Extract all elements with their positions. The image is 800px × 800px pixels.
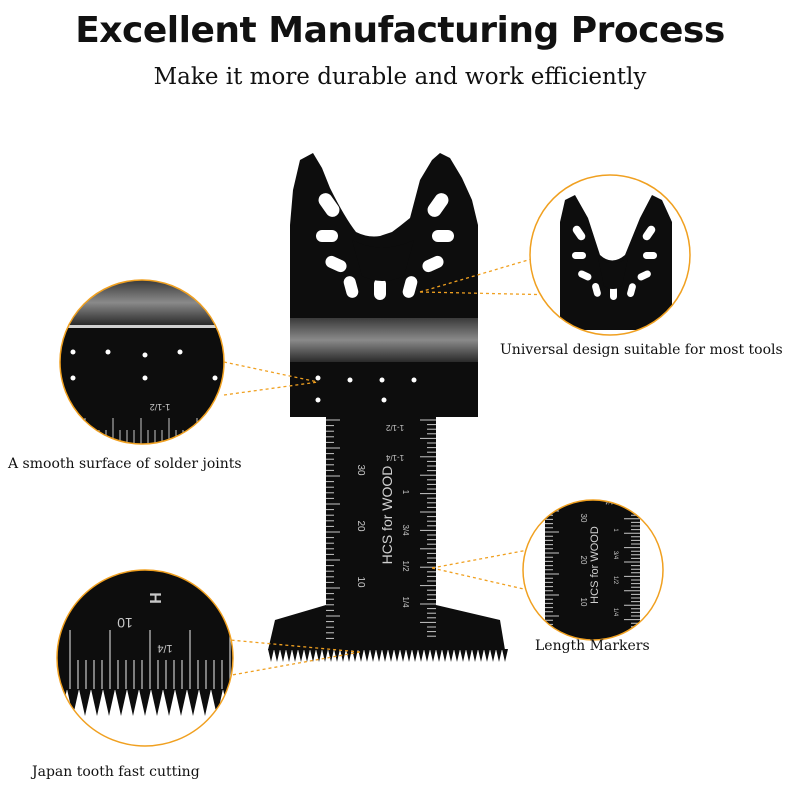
callout-universal-design: Universal design suitable for most tools [500,342,783,358]
callout-connectors [223,254,561,676]
svg-text:20: 20 [579,556,588,565]
svg-text:1/4: 1/4 [612,608,618,617]
cm-10: 10 [355,576,366,588]
inch-1-1-4: 1-1/4 [385,453,404,462]
cm-20: 20 [355,520,366,532]
callout-solder-joints: A smooth surface of solder joints [8,456,242,472]
teeth-zoom-letter: H [146,592,163,604]
svg-text:1/2: 1/2 [612,576,618,585]
rivet-dots [315,375,417,403]
page-subtitle: Make it more durable and work efficientl… [153,64,647,90]
teeth-zoom-inch: 1/4 [157,642,172,654]
zoom-circle-length: HCS for WOOD 30 20 10 1-1/4 1 3/4 1/2 1/… [522,499,664,641]
svg-text:3/4: 3/4 [612,551,618,560]
callout-japan-tooth: Japan tooth fast cutting [32,764,200,780]
inch-1-2: 1/2 [401,560,410,572]
solder-joint [290,318,478,362]
solder-zoom-mark: 1-1/2 [150,402,171,412]
saw-blade: HCS for WOOD 30 20 10 1-1/2 1-1/4 1 3/4 … [268,153,508,662]
blade-teeth [268,649,508,662]
inch-1-1-2: 1-1/2 [385,423,404,432]
svg-text:10: 10 [579,598,588,607]
callout-length-markers: Length Markers [535,638,650,654]
svg-text:1: 1 [612,528,618,532]
teeth-zoom-cm: 10 [117,615,133,631]
blade-inch-labels: 1-1/2 1-1/4 1 3/4 1/2 1/4 [385,423,410,608]
page-title: Excellent Manufacturing Process [75,10,725,51]
cm-30: 30 [355,464,366,476]
inch-1-4: 1/4 [401,596,410,608]
blade-brand-text: HCS for WOOD [379,466,395,565]
zoom-circle-solder: 1-1/2 [59,279,225,445]
svg-text:30: 30 [579,514,588,523]
zoom-circle-teeth: 10 1/4 H [56,569,234,747]
blade-cm-labels: 30 20 10 [355,464,366,588]
mount-slots [316,193,454,300]
inch-3-4: 3/4 [401,524,410,536]
inch-1: 1 [401,490,410,495]
zoom-circle-mount [529,174,691,336]
length-zoom-brand: HCS for WOOD [589,526,601,604]
